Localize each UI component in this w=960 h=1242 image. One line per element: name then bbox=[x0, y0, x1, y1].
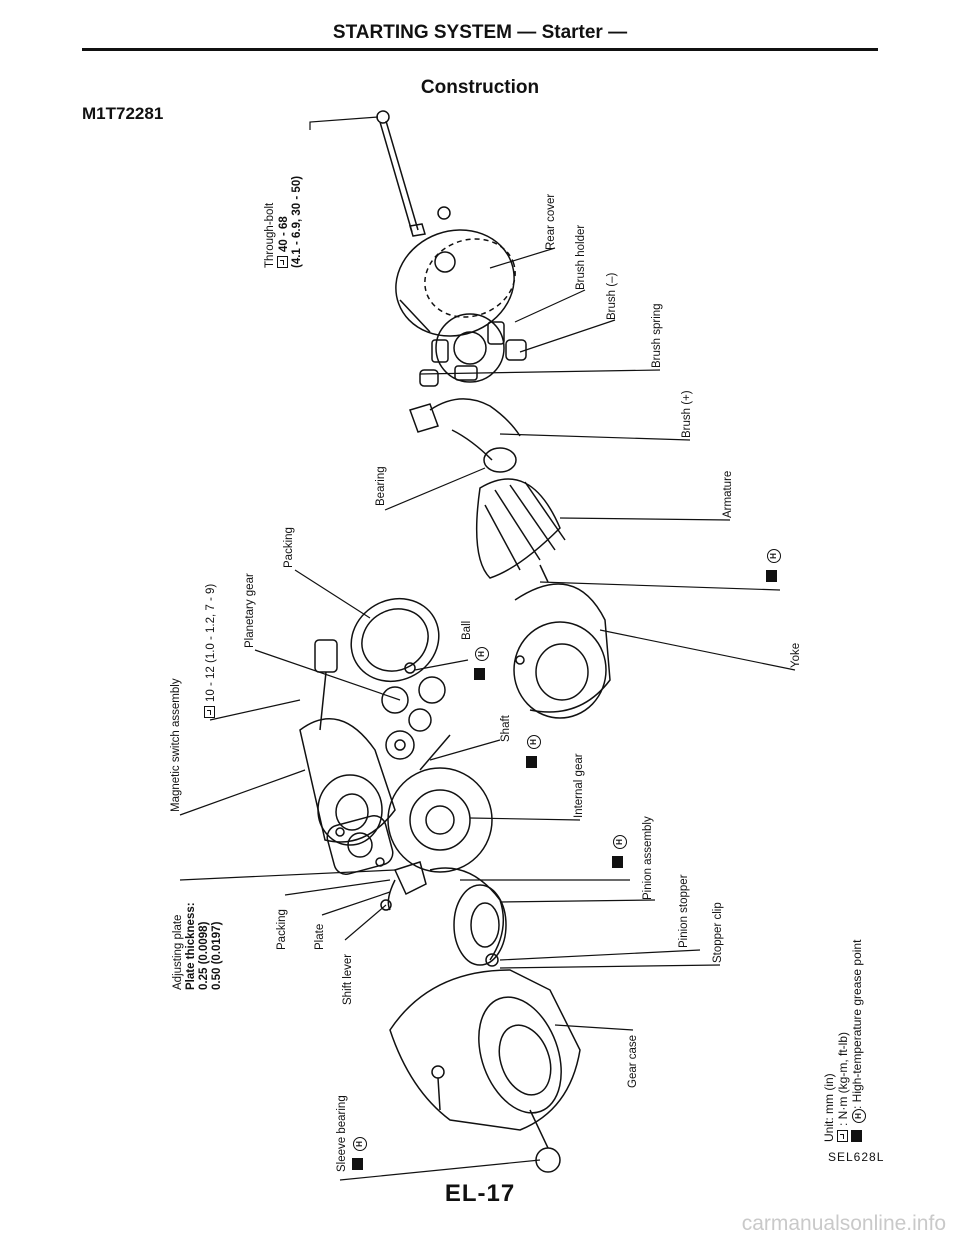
header-rule bbox=[82, 48, 878, 51]
torque-icon bbox=[204, 706, 215, 718]
pinion-assembly-label: Pinion assembly bbox=[642, 816, 654, 900]
brush-spring-label: Brush spring bbox=[651, 303, 663, 368]
adjusting-plate-drawing bbox=[326, 815, 394, 875]
packing-ring-drawing bbox=[350, 597, 440, 683]
gear-case-label: Gear case bbox=[627, 1034, 639, 1088]
pinion-assembly-drawing bbox=[429, 867, 507, 967]
shaft-label: Shaft bbox=[500, 715, 512, 742]
shift-lever-label: Shift lever bbox=[342, 953, 354, 1005]
internal-gear-label: Internal gear bbox=[573, 753, 585, 818]
document-id: M1T72281 bbox=[82, 104, 164, 123]
grease-icon bbox=[766, 570, 777, 582]
grease-icon bbox=[612, 856, 623, 868]
shift-lever-drawing bbox=[380, 861, 427, 911]
grease-icon bbox=[352, 1158, 363, 1170]
adjusting-plate-label: Adjusting plate Plate thickness: 0.25 (0… bbox=[172, 902, 223, 990]
grease-marker-shaft: H bbox=[526, 735, 541, 768]
brush-minus-label: Brush (–) bbox=[606, 272, 618, 320]
planetary-gears-drawing bbox=[381, 676, 446, 760]
magnetic-switch-label: Magnetic switch assembly bbox=[170, 678, 182, 812]
ball-label: Ball bbox=[461, 620, 473, 640]
through-bolt-drawing bbox=[376, 110, 451, 237]
rear-cover-label: Rear cover bbox=[545, 193, 557, 250]
grease-icon bbox=[851, 1130, 862, 1142]
brush-holder-label: Brush holder bbox=[575, 224, 587, 290]
brush-holder-drawing bbox=[419, 313, 527, 387]
plate-label: Plate bbox=[314, 923, 326, 950]
construction-title: Construction bbox=[420, 77, 540, 98]
sleeve-bearing-label: Sleeve bearing bbox=[336, 1095, 348, 1172]
through-bolt-label: Through-bolt 40 - 68 (4.1 - 6.9, 30 - 50… bbox=[264, 175, 303, 268]
grease-icon bbox=[526, 756, 537, 768]
torque-icon bbox=[837, 1130, 848, 1142]
brush-plus-label: Brush (+) bbox=[681, 390, 693, 438]
torque-icon bbox=[277, 256, 288, 268]
yoke-label: Yoke bbox=[790, 642, 802, 668]
grease-marker-ball: H bbox=[474, 647, 489, 680]
armature-label: Armature bbox=[722, 470, 734, 518]
page-number: EL-17 bbox=[444, 1180, 516, 1207]
section-header: STARTING SYSTEM — Starter — bbox=[332, 22, 628, 43]
grease-marker-pinion: H bbox=[612, 835, 627, 868]
packing-bottom-label: Packing bbox=[276, 909, 288, 950]
grease-icon bbox=[474, 668, 485, 680]
brush-plus-drawing bbox=[409, 398, 521, 461]
armature-drawing bbox=[475, 447, 566, 583]
packing-top-label: Packing bbox=[283, 527, 295, 568]
yoke-drawing bbox=[513, 583, 611, 719]
magnetic-switch-torque: 10 - 12 (1.0 - 1.2, 7 - 9) bbox=[204, 584, 218, 718]
watermark: carmanualsonline.info bbox=[741, 1212, 946, 1235]
bearing-label: Bearing bbox=[375, 466, 387, 506]
figure-code: SEL628L bbox=[828, 1150, 885, 1164]
internal-gear-drawing bbox=[387, 734, 493, 873]
planetary-gear-label: Planetary gear bbox=[244, 573, 256, 648]
leader-lines bbox=[179, 116, 796, 1181]
grease-marker-sleeve: H bbox=[352, 1137, 367, 1170]
pinion-stopper-label: Pinion stopper bbox=[678, 874, 690, 948]
legend: Unit: mm (in) : N·m (kg-m, ft-lb) H: Hig… bbox=[822, 939, 866, 1142]
rear-cover-drawing bbox=[395, 229, 516, 337]
grease-marker-armature: H bbox=[766, 549, 781, 582]
gear-case-drawing bbox=[389, 969, 581, 1173]
stopper-clip-label: Stopper clip bbox=[712, 902, 724, 963]
magnetic-switch-drawing bbox=[299, 639, 396, 846]
